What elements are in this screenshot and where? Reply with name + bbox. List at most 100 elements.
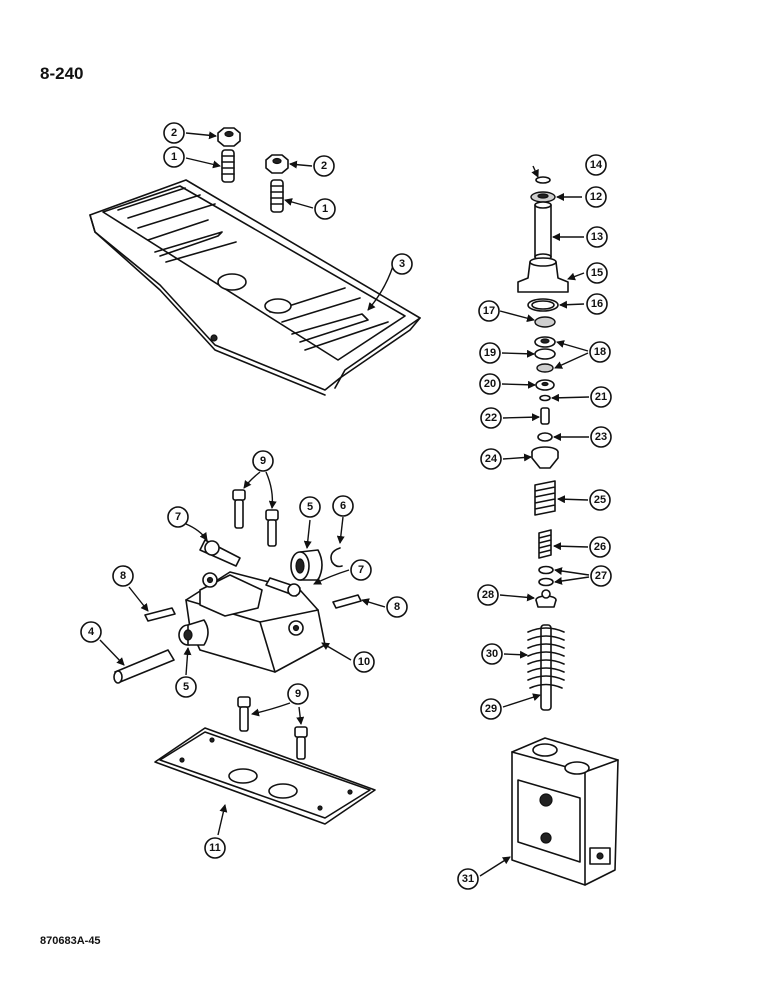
callout-30: 30 <box>481 643 503 665</box>
svg-text:12: 12 <box>590 191 602 203</box>
callout-6: 6 <box>332 495 354 517</box>
callout-2b: 2 <box>313 155 335 177</box>
bolt-lower-right <box>294 726 308 760</box>
callout-18: 18 <box>589 341 611 363</box>
washer-27b <box>538 577 554 587</box>
callout-1b: 1 <box>314 198 336 220</box>
ring-21 <box>539 394 551 402</box>
callout-3: 3 <box>391 253 413 275</box>
valve-stack <box>517 176 569 711</box>
svg-text:23: 23 <box>595 431 607 443</box>
svg-text:17: 17 <box>483 305 495 317</box>
callout-25: 25 <box>589 489 611 511</box>
washer-18b <box>536 363 554 373</box>
long-pin <box>113 649 175 684</box>
callout-4: 4 <box>80 621 102 643</box>
svg-text:13: 13 <box>591 231 603 243</box>
svg-text:29: 29 <box>485 703 497 715</box>
spring-25 <box>534 480 556 516</box>
svg-text:7: 7 <box>175 511 181 523</box>
callout-26: 26 <box>589 536 611 558</box>
callout-24: 24 <box>480 448 502 470</box>
valve-body <box>511 737 619 886</box>
svg-text:6: 6 <box>340 500 346 512</box>
ring-14 <box>535 176 551 184</box>
callout-2a: 2 <box>163 122 185 144</box>
svg-text:15: 15 <box>591 267 603 279</box>
svg-text:28: 28 <box>482 589 494 601</box>
svg-text:1: 1 <box>322 203 328 215</box>
svg-text:30: 30 <box>486 648 498 660</box>
svg-text:11: 11 <box>209 842 221 854</box>
svg-text:31: 31 <box>462 873 474 885</box>
nut-right <box>265 154 289 174</box>
svg-text:20: 20 <box>484 378 496 390</box>
snap-clip <box>330 547 343 568</box>
callout-19: 19 <box>479 342 501 364</box>
callout-10: 10 <box>353 651 375 673</box>
bushing-lower <box>178 619 209 646</box>
svg-text:26: 26 <box>594 541 606 553</box>
retainer-28 <box>535 589 557 608</box>
stud-right <box>270 179 284 213</box>
svg-text:3: 3 <box>399 258 405 270</box>
callout-20: 20 <box>479 373 501 395</box>
svg-text:8: 8 <box>394 601 400 613</box>
spring-26 <box>538 529 552 559</box>
pedal-hole <box>264 298 292 314</box>
pin-22 <box>540 407 550 425</box>
callout-31: 31 <box>457 868 479 890</box>
figure-code: 870683A-45 <box>40 935 101 947</box>
bolt-upper-right <box>265 509 279 547</box>
callout-17: 17 <box>478 300 500 322</box>
bushing-upper <box>290 549 323 581</box>
bolt-upper-left <box>232 489 246 529</box>
pedal-assembly <box>89 127 421 396</box>
spring-30 <box>527 627 565 689</box>
plunger-13 <box>534 201 552 261</box>
svg-text:18: 18 <box>594 346 606 358</box>
pedal-plate <box>89 179 421 391</box>
page-number: 8-240 <box>40 64 84 83</box>
pedal-hole <box>217 273 247 291</box>
washer-27a <box>538 565 554 575</box>
callout-5b: 5 <box>175 676 197 698</box>
pin-left <box>144 607 176 622</box>
pivot-hole <box>210 334 218 342</box>
callout-7a: 7 <box>167 506 189 528</box>
callout-11: 11 <box>204 837 226 859</box>
svg-text:22: 22 <box>485 412 497 424</box>
callout-29: 29 <box>480 698 502 720</box>
washer-17 <box>534 316 556 328</box>
svg-text:19: 19 <box>484 347 496 359</box>
callout-27: 27 <box>590 565 612 587</box>
svg-text:1: 1 <box>171 151 177 163</box>
svg-text:27: 27 <box>595 570 607 582</box>
callout-15: 15 <box>586 262 608 284</box>
svg-text:24: 24 <box>485 453 498 465</box>
callout-1a: 1 <box>163 146 185 168</box>
callout-9b: 9 <box>287 683 309 705</box>
guide-15 <box>517 257 569 293</box>
svg-text:14: 14 <box>590 159 603 171</box>
link-left <box>199 539 241 567</box>
callout-8a: 8 <box>112 565 134 587</box>
bolt-lower-left <box>237 696 251 732</box>
washer-23 <box>537 432 553 442</box>
pin-right <box>332 594 362 609</box>
svg-text:2: 2 <box>171 127 177 139</box>
callout-22: 22 <box>480 407 502 429</box>
svg-text:21: 21 <box>595 391 607 403</box>
svg-text:9: 9 <box>295 688 301 700</box>
callout-14: 14 <box>585 154 607 176</box>
svg-text:9: 9 <box>260 455 266 467</box>
callout-9a: 9 <box>252 450 274 472</box>
link-right <box>265 577 301 597</box>
callout-7b: 7 <box>350 559 372 581</box>
callout-5a: 5 <box>299 496 321 518</box>
svg-text:2: 2 <box>321 160 327 172</box>
svg-text:7: 7 <box>358 564 364 576</box>
svg-text:16: 16 <box>591 298 603 310</box>
